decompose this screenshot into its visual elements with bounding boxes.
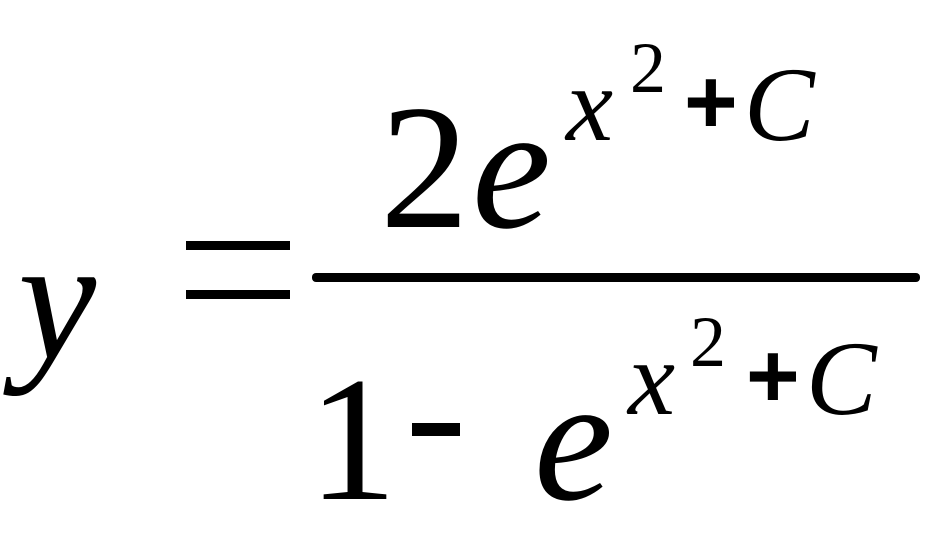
numerator-exponent-power: 2: [630, 28, 666, 108]
denominator-one: 1: [308, 340, 397, 538]
equation: y 2 e x 2 + C 1 e x 2 + C: [18, 28, 920, 538]
equals-sign-top-bar: [186, 241, 290, 250]
denominator-exponent-constant: C: [806, 320, 877, 437]
denominator-exponent-power: 2: [690, 302, 726, 382]
fraction-bar: [312, 273, 920, 282]
numerator-exponent-plus: +: [684, 51, 738, 153]
numerator-base-e: e: [472, 68, 552, 266]
equals-sign-bottom-bar: [186, 290, 290, 299]
lhs-variable-y: y: [18, 202, 97, 397]
denominator-minus: [412, 423, 460, 436]
denominator-base-e: e: [534, 340, 614, 538]
numerator-coefficient: 2: [380, 68, 469, 266]
numerator-exponent-x: x: [566, 46, 614, 163]
denominator-exponent-x: x: [628, 320, 676, 437]
denominator-exponent-plus: +: [746, 325, 800, 427]
numerator-exponent-constant: C: [744, 46, 815, 163]
